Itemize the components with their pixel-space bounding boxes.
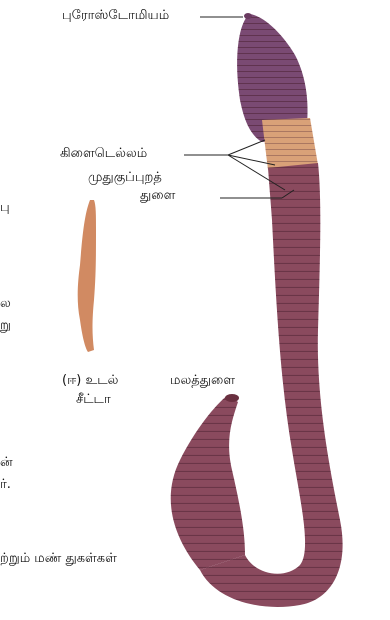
edge-text-bottom: ற்றும் மண் துகள்கள் <box>0 551 117 567</box>
edge-text-3: று <box>0 318 11 334</box>
label-dorsal-pore-2: துளை <box>140 188 175 204</box>
label-dorsal-pore-1: முதுகுப்புறத் <box>88 170 162 186</box>
label-clitellum: கிளைடெல்லம் <box>60 146 147 162</box>
caption-line-1: (ஈ) உடல் <box>62 373 118 389</box>
edge-text-2: ல <box>0 296 11 312</box>
label-anus: மலத்துளை <box>170 373 235 389</box>
caption-line-2: சீட்டா <box>76 392 111 408</box>
label-prostomium: புரோஸ்டோமியம் <box>62 8 169 24</box>
seta-worm <box>78 200 96 352</box>
edge-text-1: பு <box>0 200 10 216</box>
edge-text-5: ர். <box>0 477 11 493</box>
prostomium-tip <box>244 13 252 19</box>
edge-text-4: ன் <box>0 455 13 471</box>
anus-tip <box>225 394 239 402</box>
